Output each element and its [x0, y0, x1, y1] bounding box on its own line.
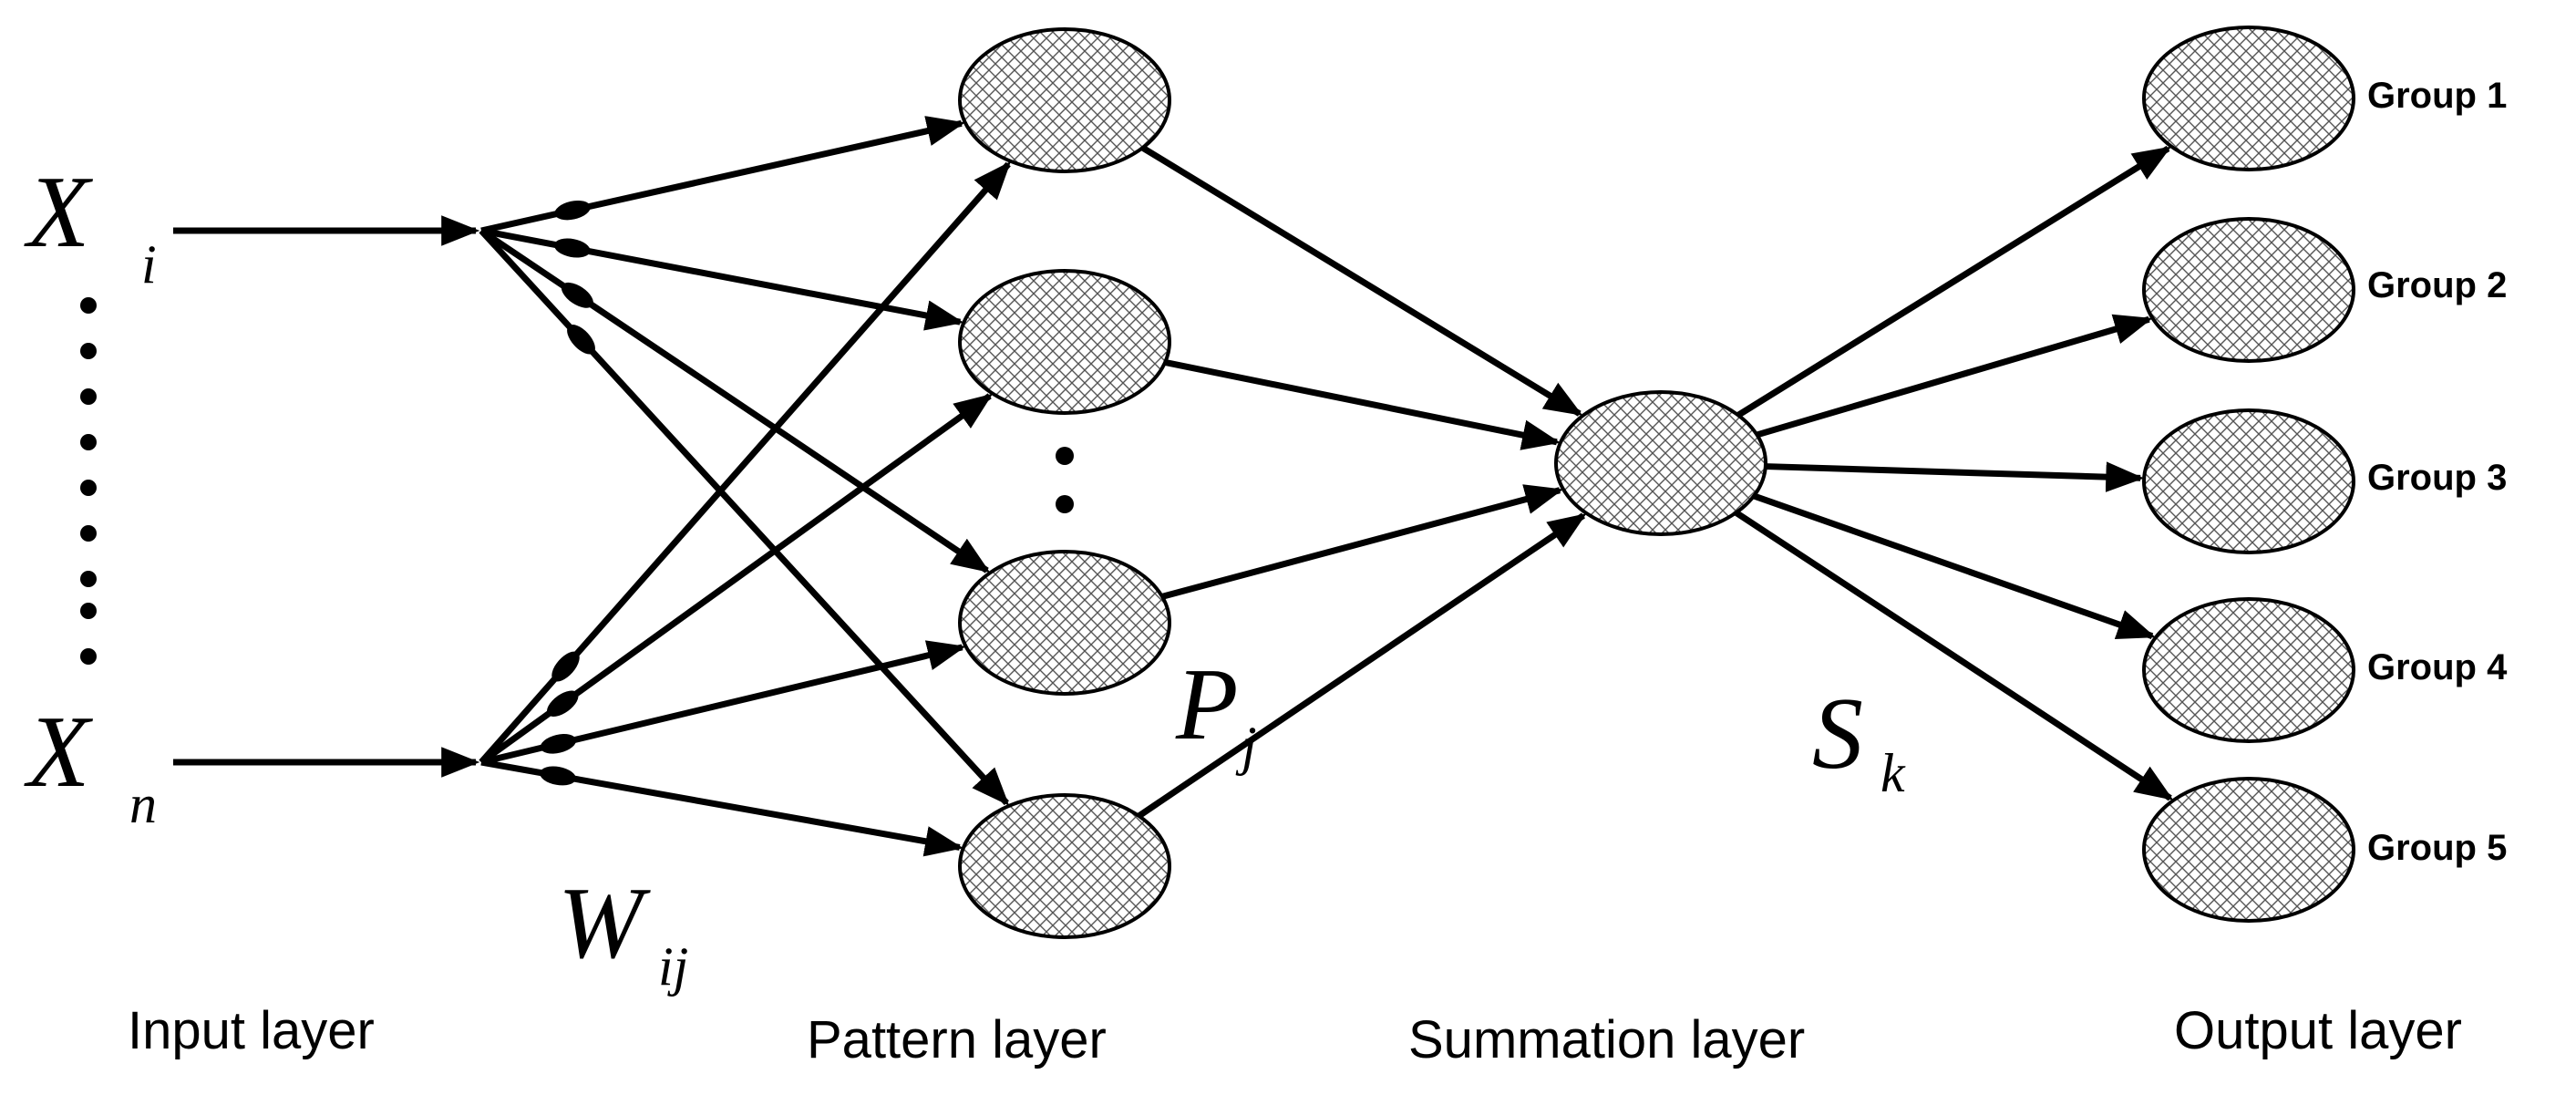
- pattern-node-3: [958, 550, 1171, 696]
- pattern-node-2: [958, 269, 1171, 415]
- weight-marker-2-1: [551, 651, 580, 682]
- edge-summation-output1: [1736, 145, 2172, 418]
- output-node-1: [2142, 26, 2355, 171]
- input-last-symbol: X: [24, 696, 94, 809]
- weight-marker-2-4: [540, 766, 576, 786]
- edge-summation-output5: [1734, 510, 2174, 801]
- input-last-subscript: n: [129, 774, 157, 834]
- edge-pattern3-summation: [1161, 484, 1564, 600]
- weight-symbol: W: [558, 867, 651, 980]
- pattern-node-1: [958, 27, 1171, 173]
- summation-symbol: S: [1812, 677, 1863, 790]
- output-node-5: [2142, 777, 2355, 923]
- output-layer-caption: Output layer: [2174, 1001, 2462, 1060]
- weight-markers: [540, 200, 595, 786]
- edge-summation-output4: [1752, 492, 2156, 640]
- summation-subscript: k: [1880, 743, 1906, 803]
- input-first-subscript: i: [141, 234, 157, 294]
- output-label-group-5: Group 5: [2367, 828, 2507, 868]
- edge-pattern1-summation: [1140, 145, 1583, 417]
- weight-marker-1-1: [554, 200, 591, 221]
- network-nodes: [958, 26, 2355, 939]
- output-node-4: [2142, 597, 2355, 743]
- connection-arrows: [173, 116, 2174, 857]
- edge-hub1-pattern1: [480, 116, 965, 234]
- pattern-ellipsis: [1056, 447, 1074, 513]
- weight-subscript: ij: [658, 936, 688, 997]
- edge-summation-output3: [1765, 461, 2145, 492]
- edge-pattern4-summation: [1137, 512, 1587, 819]
- edge-pattern2-summation: [1164, 358, 1561, 450]
- pattern-layer-caption: Pattern layer: [807, 1010, 1107, 1069]
- output-node-2: [2142, 217, 2355, 363]
- weight-marker-1-2: [554, 238, 591, 258]
- output-node-3: [2142, 408, 2355, 554]
- pattern-node-4: [958, 793, 1171, 939]
- output-label-group-3: Group 3: [2367, 458, 2507, 498]
- weight-marker-2-3: [540, 734, 577, 754]
- input-ellipsis: [80, 297, 97, 665]
- output-label-group-1: Group 1: [2367, 76, 2507, 116]
- pattern-symbol: P: [1175, 648, 1238, 761]
- input-first-symbol: X: [24, 156, 94, 269]
- summation-layer-caption: Summation layer: [1408, 1010, 1805, 1069]
- weight-marker-1-4: [567, 325, 595, 355]
- input-layer-caption: Input layer: [128, 1001, 375, 1060]
- weight-marker-1-3: [561, 282, 593, 308]
- output-label-group-2: Group 2: [2367, 265, 2507, 305]
- output-label-group-4: Group 4: [2367, 647, 2508, 687]
- weight-marker-2-2: [546, 690, 579, 717]
- edge-summation-output2: [1756, 314, 2153, 439]
- summation-node: [1554, 390, 1767, 536]
